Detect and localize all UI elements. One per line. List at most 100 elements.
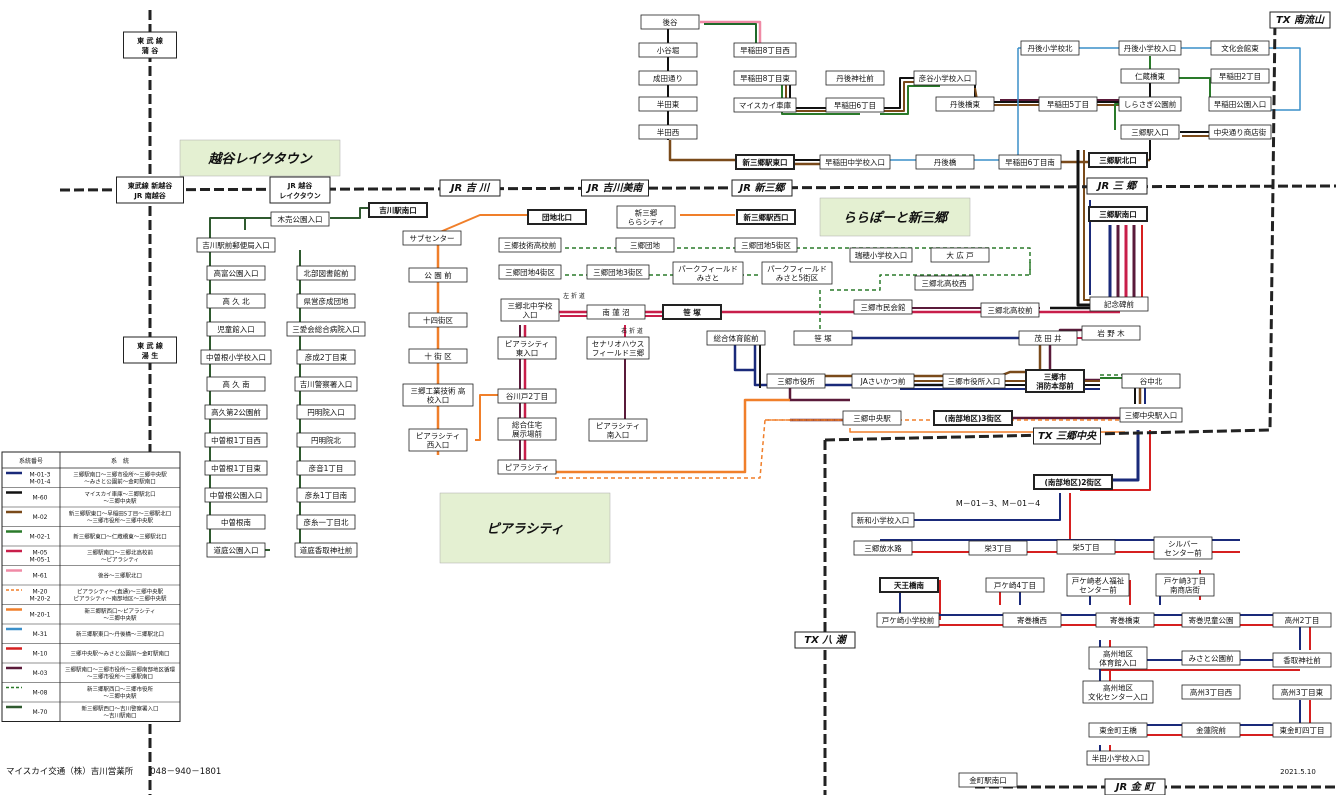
area-label-box [439,492,611,564]
bus-stop-box [825,70,885,86]
bus-stop-label: ピアラシティ [505,340,549,349]
legend-desc: 新三郷駅東口～仁蔵橋東～三郷駅北口 [73,532,167,540]
bus-stop-box [819,154,891,170]
legend-desc: 新三郷駅東口～早稲田5丁目～三郷駅北口 [69,509,172,517]
bus-stop-label: 早稲田6丁目 [834,100,876,110]
bus-stop-box [296,265,356,281]
route-line [439,214,520,233]
bus-stop-box [980,302,1040,318]
bus-stop-label: 道庭香取神社前 [300,545,353,555]
railway-station-label: JR 吉川美南 [586,182,645,194]
bus-stop-box [1272,612,1332,628]
bus-stop-box [915,154,975,170]
map-note: M－01－3、M－01－4 [956,499,1040,508]
bus-stop-box [1272,684,1332,700]
bus-stop-label: 笹 塚 [683,307,701,317]
legend-desc: 新三郷駅東口～丹後橋～三郷駅北口 [76,630,164,638]
bus-stop-box [825,97,885,113]
bus-stop-label: 三郷団地4街区 [505,267,555,277]
bus-stop-box [1118,40,1182,56]
bus-stop-label: 三郷工業技術 高 [411,386,466,396]
bus-stop-label: 木売公園入口 [278,214,323,224]
bus-stop-box [500,298,560,322]
bus-stop-label: フィールド三郷 [592,349,645,358]
bus-stop-label: 半田東 [657,99,680,109]
legend-desc: ～三郷市役所～三郷駅南口 [87,672,153,680]
legend-code: M-70 [33,709,48,716]
railway-station-box [1104,778,1166,795]
bus-stop-box [497,388,557,404]
route-line [475,394,500,441]
bus-stop-box [930,247,990,263]
route-line [733,340,755,372]
railway-station-label: JR 越谷 [287,181,313,190]
bus-stop-box [296,349,356,365]
bus-stop-label: 西入口 [427,441,450,450]
bus-stop-label: パークフィールド [767,265,827,274]
bus-stop-box [1056,539,1116,555]
bus-stop-label: 児童館入口 [217,324,255,334]
bus-stop-box [270,211,330,227]
bus-stop-box [913,70,977,86]
bus-stop-label: 三郷技術高校前 [504,240,557,250]
bus-stop-label: パークフィールド [678,265,738,274]
legend-code: M-20-2 [30,595,51,602]
bus-stop-label: 半田小学校入口 [1092,753,1145,763]
railway-station-box [1033,427,1101,445]
railway-station-label: JR 南越谷 [133,191,166,200]
bus-stop-label: 総合体育館前 [714,333,759,343]
bus-stop-label: 瑞穂小学校入口 [855,250,908,260]
bus-stop-label: 岩 野 木 [1097,328,1125,338]
bus-stop-box [1181,650,1241,666]
bus-stop-box [638,124,698,140]
bus-stop-box [1095,612,1155,628]
railway-station-box [123,336,177,364]
bus-stop-box [735,154,795,170]
bus-stop-box [1181,684,1241,700]
bus-stop-label: 十 街 区 [424,351,452,361]
area-label-box [819,197,971,237]
legend-code: M-20-1 [30,611,51,618]
legend-desc: ～みさと公園前～金町駅南口 [84,477,156,485]
railway-station-label: TX 南流山 [1276,14,1325,26]
bus-stop-box [296,432,356,448]
bus-stop-label: みさと [697,274,720,283]
bus-stop-box [588,418,648,442]
legend-desc: ～三郷市役所～三郷中央駅 [87,516,154,524]
bus-stop-label: 三郷北高校前 [988,305,1033,315]
railway-station-label: JR 金 町 [1114,781,1156,793]
bus-stop-box [206,265,266,281]
bus-stop-box [294,542,358,558]
railway-station-label: TX 八 潮 [804,634,847,646]
bus-stop-label: 吉川警察署入口 [300,379,353,389]
bus-stop-box [1081,325,1141,341]
area-label: 越谷レイクタウン [207,151,312,167]
legend-desc: ～三郷中央駅 [103,692,137,700]
area-label: ららぽーと新三郷 [843,210,950,226]
railway-station-box [439,179,501,197]
bus-stop-box [527,209,587,225]
bus-stop-label: 展示場前 [512,429,542,439]
bus-stop-label: 彦成2丁目東 [305,352,348,362]
bus-stop-label: 仁蔵橋東 [1135,71,1165,81]
area-label-box [179,139,341,177]
legend-code: M-02 [33,514,48,521]
legend-code: M-02-1 [30,533,51,540]
bus-stop-label: 天王橋南 [894,580,924,590]
bus-stop-box [586,336,650,360]
bus-stop-label: 新三郷 [635,208,658,218]
bus-stop-label: 早稲田公園入口 [1214,99,1267,109]
route-line [790,342,1042,378]
legend-code: M-60 [33,494,48,501]
bus-stop-label: 吉川駅南口 [379,205,417,215]
bus-stop-label: 早稲田6丁目南 [1005,157,1055,167]
bus-stop-box [1153,536,1213,560]
bus-stop-label: 丹後神社前 [836,73,874,83]
bus-stop-label: 東金町四丁目 [1280,725,1325,735]
bus-stop-label: 中央通り商店街 [1214,127,1267,137]
bus-stop-box [793,330,853,346]
railway-station-label: 蒲 谷 [142,46,159,55]
bus-stop-label: 早稲田8丁目東 [740,73,790,83]
bus-stop-label: 三郷北高校西 [922,278,967,288]
